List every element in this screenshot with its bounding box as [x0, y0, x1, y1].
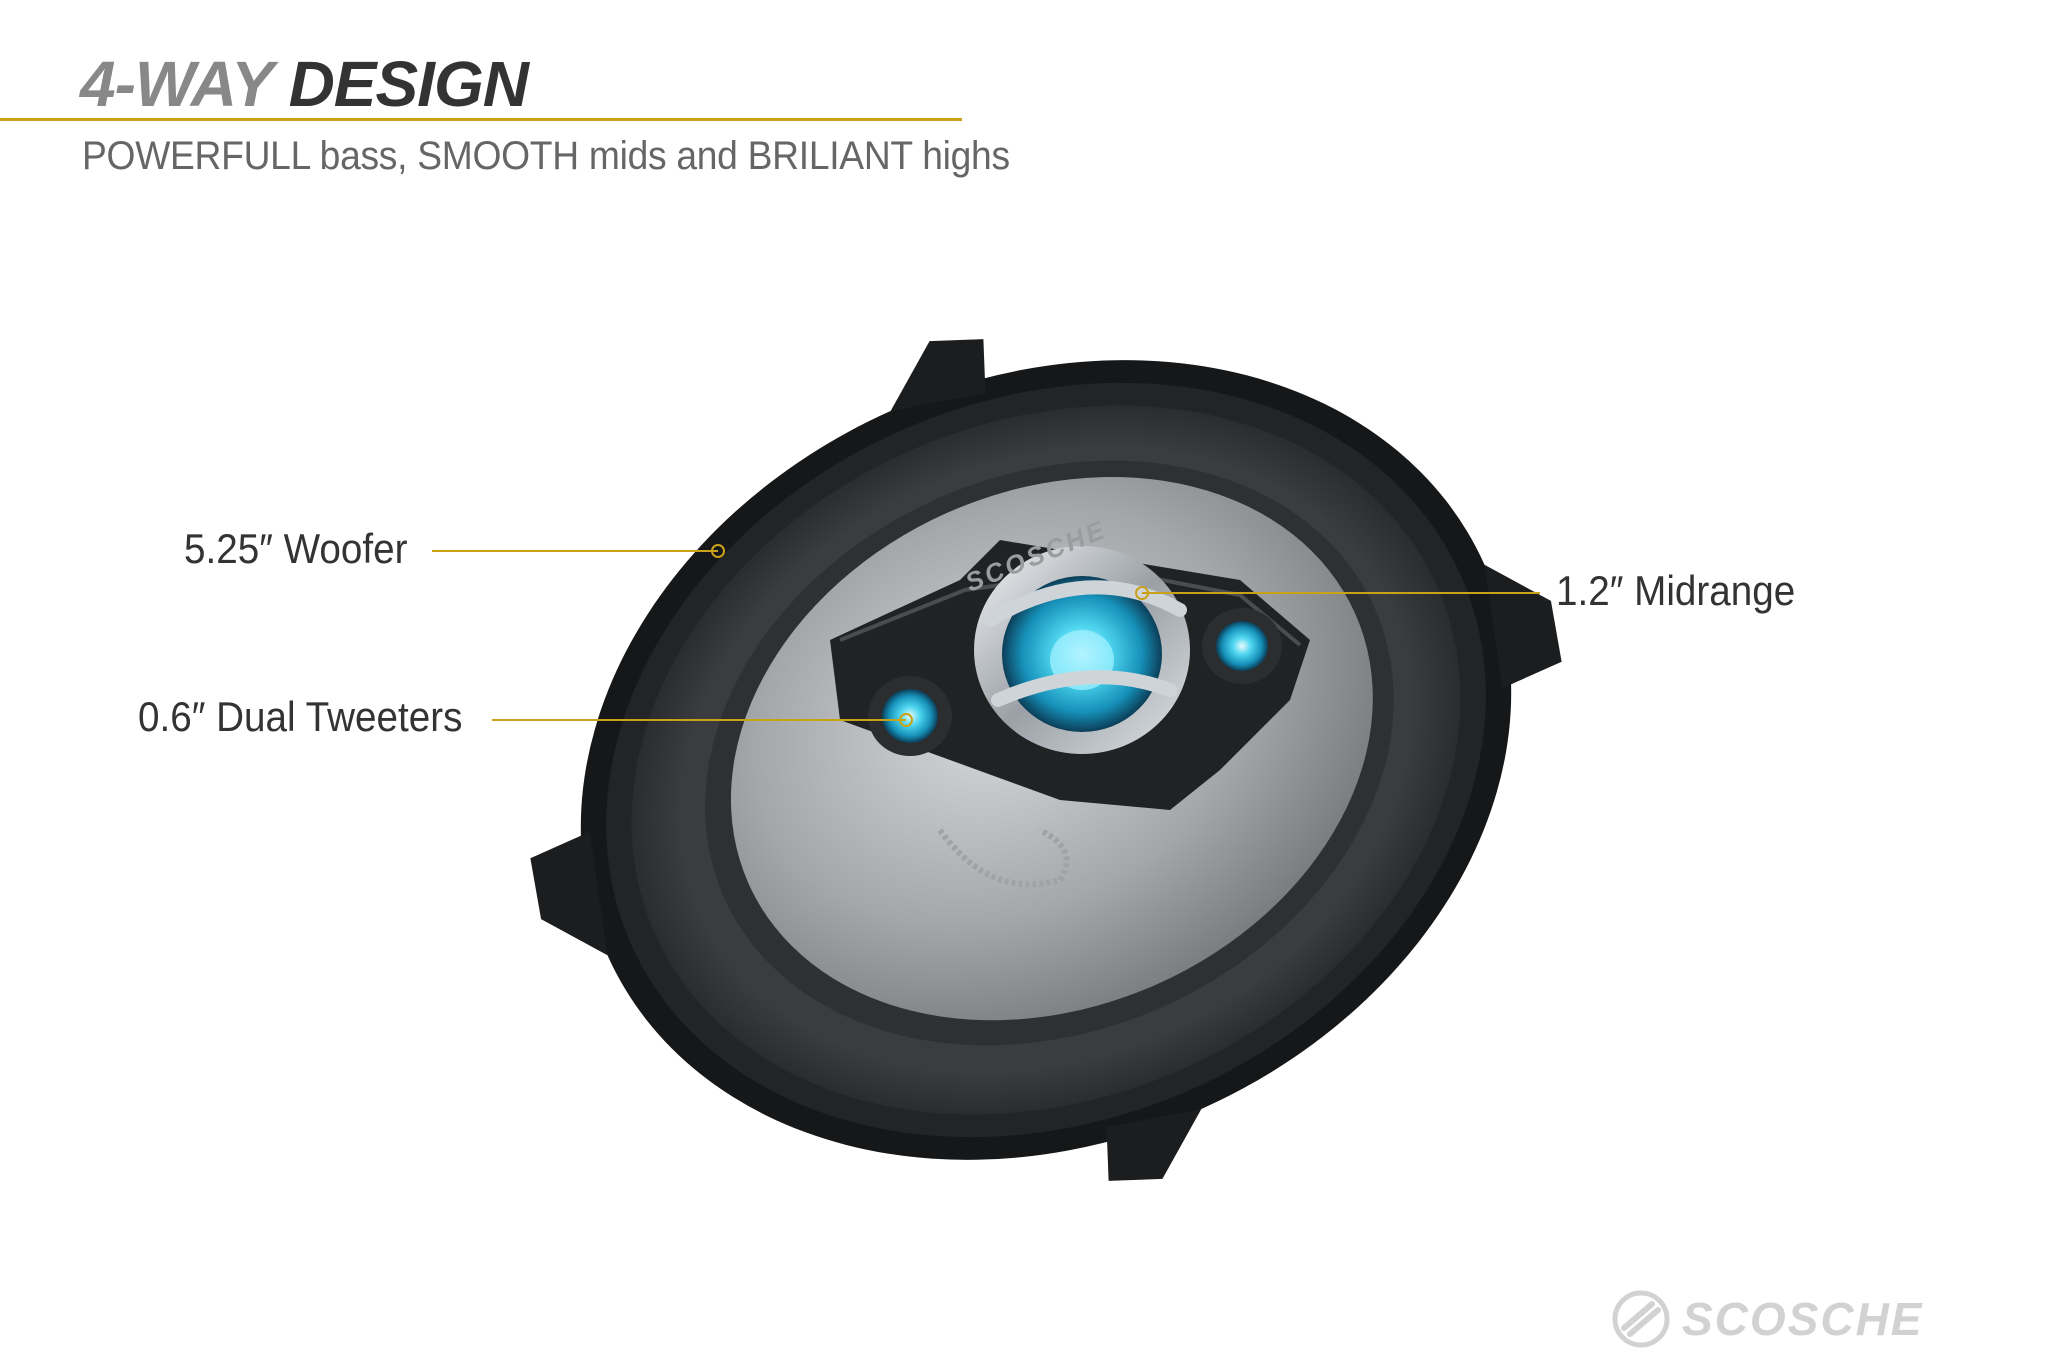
tweeters-leader-dot — [899, 713, 913, 727]
scosche-swoosh-icon — [1612, 1290, 1670, 1348]
tweeter-right — [1202, 608, 1282, 684]
midrange-leader-dot — [1135, 586, 1149, 600]
midrange-label: 1.2″ Midrange — [1556, 567, 1796, 614]
title-part-1: 4-WAY — [80, 48, 273, 120]
callout-leaders — [432, 544, 1540, 727]
brand-logo: SCOSCHE — [1612, 1290, 1923, 1348]
page-title: 4-WAY DESIGN — [80, 52, 529, 116]
midrange-driver — [974, 546, 1190, 754]
title-underline — [0, 118, 962, 121]
woofer-label: 5.25″ Woofer — [184, 525, 408, 572]
tweeters-label: 0.6″ Dual Tweeters — [138, 693, 463, 740]
page-subtitle: POWERFULL bass, SMOOTH mids and BRILIANT… — [82, 134, 1010, 178]
title-part-2: DESIGN — [288, 48, 529, 120]
woofer-leader-dot — [711, 544, 725, 558]
brand-logo-text: SCOSCHE — [1682, 1293, 1924, 1345]
